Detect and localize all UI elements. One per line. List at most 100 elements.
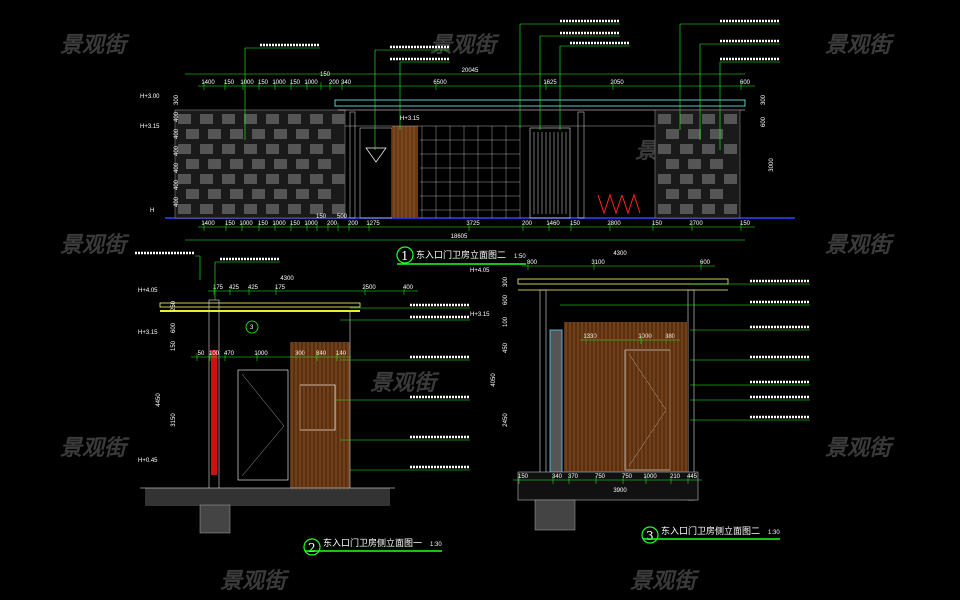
height-label: 3150 [171,413,177,427]
view-number: 2 [308,541,316,555]
height-label: 300 [174,94,180,105]
dimension-label: 1000 [254,351,268,357]
height-label: 400 [174,145,180,156]
height-label: 4050 [491,373,497,387]
level-mark: H+3.00 [140,94,160,100]
height-label: 600 [171,322,177,333]
level-mark: H+3.15 [140,124,160,130]
view-number: 1 [401,249,409,263]
height-label: 450 [503,342,509,353]
dimension-label: 200 [327,221,338,227]
watermark-text: 景观街 [220,569,290,594]
dimension-label: 150 [258,221,269,227]
detail-callout-number: 3 [250,325,254,331]
dimension-label: 1000 [272,80,286,86]
dimension-label: 150 [224,80,235,86]
dimension-label: 20045 [462,68,479,74]
dimension-label: 1275 [366,221,380,227]
level-mark: H+3.15 [470,312,490,318]
watermark-text: 景观街 [825,436,895,461]
dimension-label: 1000 [239,221,253,227]
dimension-label: 3725 [466,221,480,227]
watermark-text: 景观街 [630,569,700,594]
dimension-label: 400 [403,285,414,291]
view-scale: 1:30 [768,530,780,536]
height-label: 150 [171,340,177,351]
level-mark: H+4.05 [470,268,490,274]
dimension-label: 6500 [433,80,447,86]
view-title: 东入口门卫房侧立面图二 [661,525,760,537]
watermark-text: 景观街 [60,436,130,461]
view-number-circle [641,526,659,544]
height-label: 400 [174,162,180,173]
height-label: 400 [174,196,180,207]
dimension-label: 425 [248,285,259,291]
dimension-label: 470 [224,351,235,357]
dimension-label: 150 [570,221,581,227]
dimension-label: 200 [522,221,533,227]
dimension-label: 150 [290,221,301,227]
dimension-label: 18605 [451,234,468,240]
view-number-circle [303,538,321,556]
height-label: 600 [761,116,767,127]
dimension-label: 1000 [304,221,318,227]
view-scale: 1:30 [430,542,442,548]
dimension-label: 750 [622,474,633,480]
dimension-label: 1400 [201,221,215,227]
dimension-label: 2800 [607,221,621,227]
height-label: 100 [503,316,509,327]
level-mark: H+3.15 [400,116,420,122]
view-title: 东入口门卫房立面图二 [416,249,506,261]
dimension-label: 600 [700,260,711,266]
dimension-label: 150 [740,221,751,227]
dimension-label: 840 [316,351,327,357]
dimension-label: 150 [518,474,529,480]
dimension-label: 3100 [591,260,605,266]
dimension-label: 4300 [613,251,627,257]
dimension-label: 3900 [613,488,627,494]
dimension-label: 210 [670,474,681,480]
dimension-label: 140 [336,351,347,357]
dimension-label: 175 [213,285,224,291]
height-label: 400 [174,128,180,139]
dimension-label: 150 [652,221,663,227]
dimension-label: 1625 [543,80,557,86]
watermark-text: 景观街 [370,371,440,396]
dimension-label: 600 [740,80,751,86]
level-mark: H+3.15 [138,330,158,336]
dimension-label: 150 [320,72,331,78]
dimension-label: 500 [337,214,348,220]
dimension-label: 100 [209,351,220,357]
watermark-text: 景观街 [825,233,895,258]
height-label: 250 [171,300,177,311]
height-label: 400 [174,179,180,190]
dimension-label: 2050 [610,80,624,86]
dimension-label: 150 [225,221,236,227]
height-label: 4450 [156,393,162,407]
dimension-label: 50 [198,351,205,357]
dimension-label: 800 [527,260,538,266]
dimension-label: 1000 [240,80,254,86]
level-mark: H+0.45 [138,458,158,464]
view-number: 3 [646,529,654,543]
dimension-label: 200 [329,80,340,86]
level-mark: H [150,208,154,214]
dimension-label: 425 [229,285,240,291]
dimension-label: 1000 [638,334,652,340]
dimension-label: 2700 [689,221,703,227]
height-label: 300 [761,94,767,105]
height-label: 300 [503,276,509,287]
watermark-text: 景观街 [825,33,895,58]
dimension-label: 1000 [272,221,286,227]
height-label: 2450 [503,413,509,427]
dimension-label: 4300 [280,276,294,282]
dimension-label: 445 [687,474,698,480]
height-label: 600 [503,294,509,305]
watermark-text: 景观街 [60,33,130,58]
view-scale: 1:50 [514,254,526,260]
dimension-label: 1400 [201,80,215,86]
